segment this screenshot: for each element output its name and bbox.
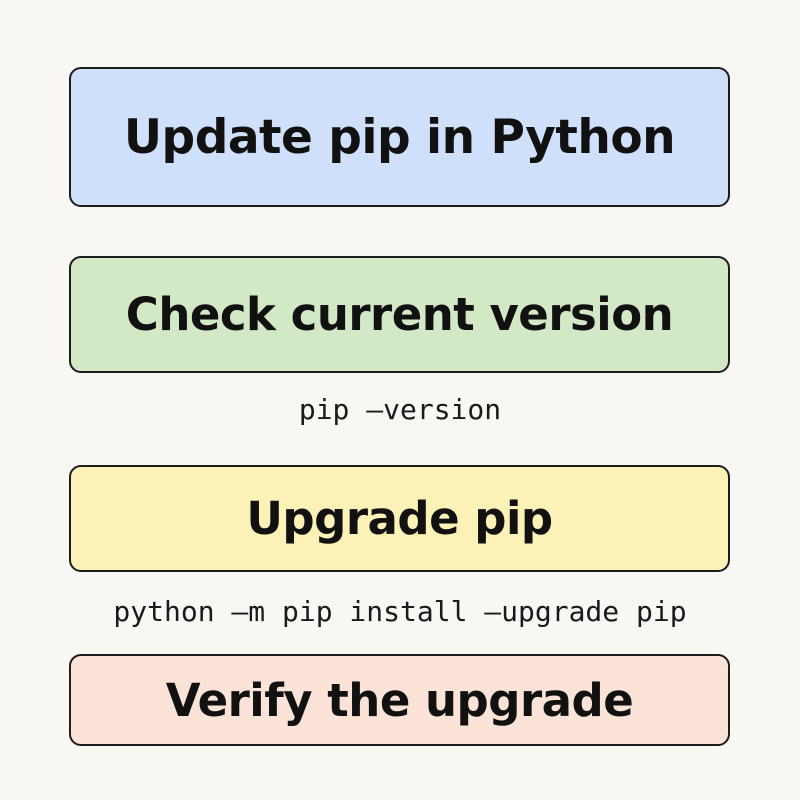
- title-box: Update pip in Python: [69, 67, 730, 207]
- step-upgrade-label: Upgrade pip: [246, 492, 553, 545]
- title-label: Update pip in Python: [123, 109, 676, 165]
- step-check-version-label: Check current version: [125, 288, 674, 341]
- version-command: pip —version: [298, 393, 502, 426]
- step-upgrade-box: Upgrade pip: [69, 465, 730, 572]
- step-check-version-box: Check current version: [69, 256, 730, 373]
- step-verify-box: Verify the upgrade: [69, 654, 730, 746]
- step-verify-label: Verify the upgrade: [165, 673, 634, 727]
- upgrade-command: python —m pip install —upgrade pip: [113, 595, 687, 628]
